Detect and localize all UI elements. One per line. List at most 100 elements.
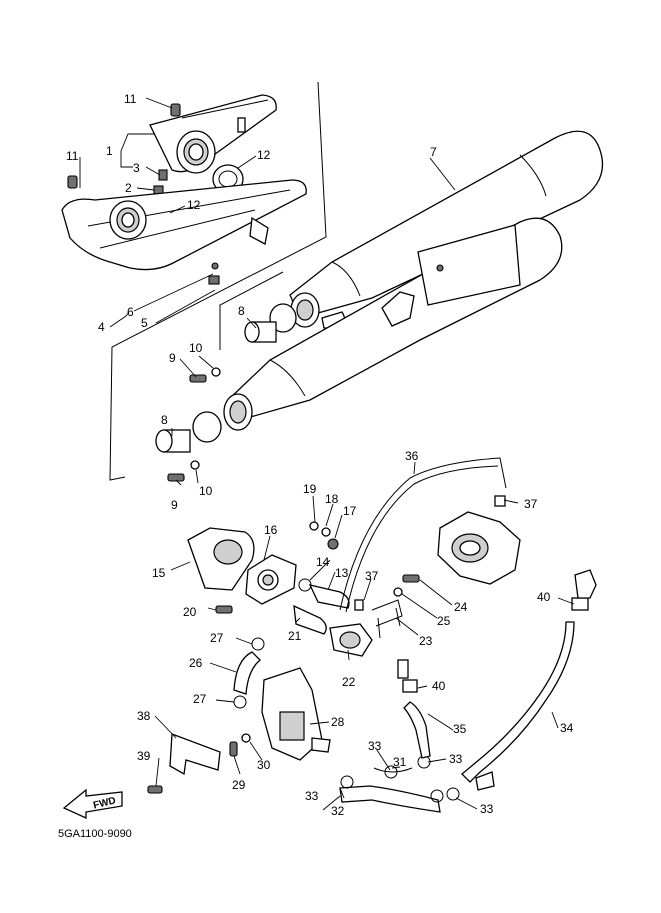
clamp-27-lower xyxy=(233,695,247,709)
label-40: 40 xyxy=(432,679,446,693)
label-27: 27 xyxy=(193,692,207,706)
label-18: 18 xyxy=(325,492,339,506)
label-34: 34 xyxy=(560,721,574,735)
washer-18 xyxy=(321,527,331,537)
label-33: 33 xyxy=(368,739,382,753)
rear-exhaust-pipe xyxy=(61,179,307,285)
bolt-29 xyxy=(229,741,238,757)
bolt-11-lower xyxy=(67,175,78,189)
label-37: 37 xyxy=(524,497,538,511)
label-4: 4 xyxy=(98,320,105,334)
washer-25 xyxy=(393,587,403,597)
label-16: 16 xyxy=(264,523,278,537)
label-7: 7 xyxy=(430,145,437,159)
label-26: 26 xyxy=(189,656,203,670)
bracket-23 xyxy=(371,599,403,639)
label-8: 8 xyxy=(161,413,168,427)
joint-37-lower xyxy=(354,599,364,611)
label-40: 40 xyxy=(537,590,551,604)
label-9: 9 xyxy=(171,498,178,512)
label-5: 5 xyxy=(141,316,148,330)
label-17: 17 xyxy=(343,504,357,518)
hose-35 xyxy=(403,701,431,759)
label-1: 1 xyxy=(106,144,113,158)
label-21: 21 xyxy=(288,629,302,643)
washer-10-upper xyxy=(211,367,221,377)
label-25: 25 xyxy=(437,614,451,628)
front-exhaust-pipe xyxy=(149,94,277,174)
label-28: 28 xyxy=(331,715,345,729)
label-13: 13 xyxy=(335,566,349,580)
label-39: 39 xyxy=(137,749,151,763)
joint-37-upper xyxy=(494,495,506,507)
muffler-bracket xyxy=(417,224,521,306)
bolt-9-upper xyxy=(189,374,207,383)
nut-17 xyxy=(327,538,339,550)
label-30: 30 xyxy=(257,758,271,772)
clamp-27-upper xyxy=(251,637,265,651)
label-36: 36 xyxy=(405,449,419,463)
label-10: 10 xyxy=(189,341,203,355)
clamp-33-c xyxy=(430,789,444,803)
part-labels: 11 1 3 2 11 12 12 7 6 4 5 8 10 9 8 10 9 … xyxy=(66,92,574,818)
diagram-code: 5GA1100-9090 xyxy=(58,828,132,840)
hose-32 xyxy=(339,785,441,813)
label-12: 12 xyxy=(187,198,201,212)
fwd-label: FWD xyxy=(92,795,117,811)
pipe-31 xyxy=(373,767,413,773)
label-10: 10 xyxy=(199,484,213,498)
muffler-hanger xyxy=(381,291,415,327)
fwd-arrow-icon xyxy=(62,788,123,820)
label-6: 6 xyxy=(127,305,134,319)
reed-valve-22 xyxy=(329,623,373,657)
label-9: 9 xyxy=(169,351,176,365)
label-14: 14 xyxy=(316,555,330,569)
hose-26 xyxy=(233,651,261,695)
label-11: 11 xyxy=(124,92,137,106)
label-38: 38 xyxy=(137,709,151,723)
bolt-11-upper xyxy=(170,103,181,117)
label-32: 32 xyxy=(331,804,345,818)
label-2: 2 xyxy=(125,181,132,195)
joint-clamp-lower xyxy=(155,411,222,453)
label-24: 24 xyxy=(454,600,468,614)
label-33: 33 xyxy=(449,752,463,766)
label-12: 12 xyxy=(257,148,271,162)
label-11: 11 xyxy=(66,149,79,163)
label-35: 35 xyxy=(453,722,467,736)
joint-40-right xyxy=(571,597,589,611)
bracket-16 xyxy=(245,554,297,605)
washer-19 xyxy=(309,521,319,531)
label-19: 19 xyxy=(303,482,317,496)
washer-10-lower xyxy=(190,460,200,470)
label-37: 37 xyxy=(365,569,379,583)
label-33: 33 xyxy=(480,802,494,816)
bolt-24 xyxy=(402,574,420,583)
joint-40-lower xyxy=(402,679,418,693)
label-31: 31 xyxy=(393,755,407,769)
label-3: 3 xyxy=(133,161,140,175)
bracket-38 xyxy=(169,733,221,776)
clamp-33-a xyxy=(340,775,354,789)
pipe-36 xyxy=(339,457,507,611)
upper-group-outline xyxy=(109,81,327,481)
washer-30 xyxy=(241,733,251,743)
label-29: 29 xyxy=(232,778,246,792)
label-20: 20 xyxy=(183,605,197,619)
bolt-20 xyxy=(215,605,233,614)
joint-clamp-upper xyxy=(244,303,297,343)
hose-34 xyxy=(461,621,575,783)
air-cut-valve-28 xyxy=(261,667,331,761)
leader-lines xyxy=(79,97,575,811)
stud-3 xyxy=(158,169,168,181)
label-23: 23 xyxy=(419,634,433,648)
label-33: 33 xyxy=(305,789,319,803)
bolt-39 xyxy=(147,785,163,794)
label-22: 22 xyxy=(342,675,356,689)
label-8: 8 xyxy=(238,304,245,318)
hose-21 xyxy=(293,604,327,635)
label-15: 15 xyxy=(152,566,166,580)
upper-group-outline-inner xyxy=(219,271,284,350)
clamp-33-e xyxy=(446,787,460,801)
